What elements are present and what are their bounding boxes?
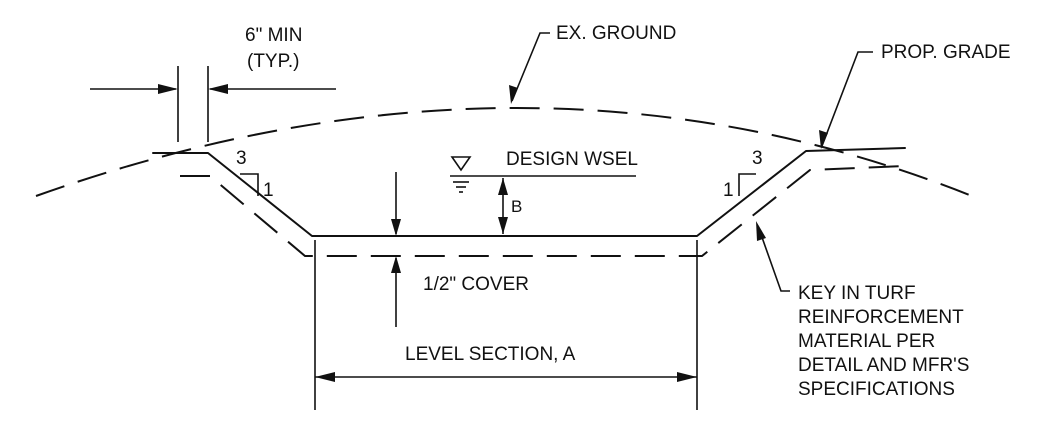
key-note-line-4: DETAIL AND MFR'S [798,355,969,376]
level-section-arrow-right [677,372,697,382]
right-slope-run: 3 [752,148,763,169]
min-label-line-2: (TYP.) [247,51,299,72]
b-arrow-bottom [498,217,508,234]
ex-ground-leader [511,32,550,102]
right-slope-rise: 1 [723,180,734,201]
design-wsel-label: DESIGN WSEL [506,149,638,170]
ex-ground-arrow [509,85,518,104]
level-section-label: LEVEL SECTION, A [405,344,576,365]
level-section-arrow-left [315,372,335,382]
proposed-channel-section [152,147,906,237]
turf-reinforcement-line [180,165,906,257]
key-note-line-5: SPECIFICATIONS [798,379,955,400]
cover-label: 1/2" COVER [423,274,529,295]
right-slope-symbol [738,173,756,196]
left-slope-run: 3 [236,148,247,169]
water-surface-symbol [450,156,472,172]
cover-arrow-bottom [391,256,401,273]
key-note-line-2: REINFORCEMENT [798,307,964,328]
key-note-leader [757,225,790,292]
prop-grade-arrow [819,130,828,149]
left-slope-rise: 1 [263,180,274,201]
min-arrow-right [208,84,228,94]
ex-ground-label: EX. GROUND [556,23,676,44]
min-label-line-1: 6" MIN [245,25,302,46]
prop-grade-label: PROP. GRADE [881,42,1011,63]
cover-arrow-top [391,219,401,236]
key-note-line-3: MATERIAL PER [798,331,935,352]
left-slope-symbol [240,173,259,196]
key-note-arrow [756,221,766,241]
b-arrow-top [498,178,508,195]
min-arrow-left [158,84,178,94]
prop-grade-leader [821,51,873,147]
b-label: B [511,197,522,216]
key-note-line-1: KEY IN TURF [798,283,916,304]
